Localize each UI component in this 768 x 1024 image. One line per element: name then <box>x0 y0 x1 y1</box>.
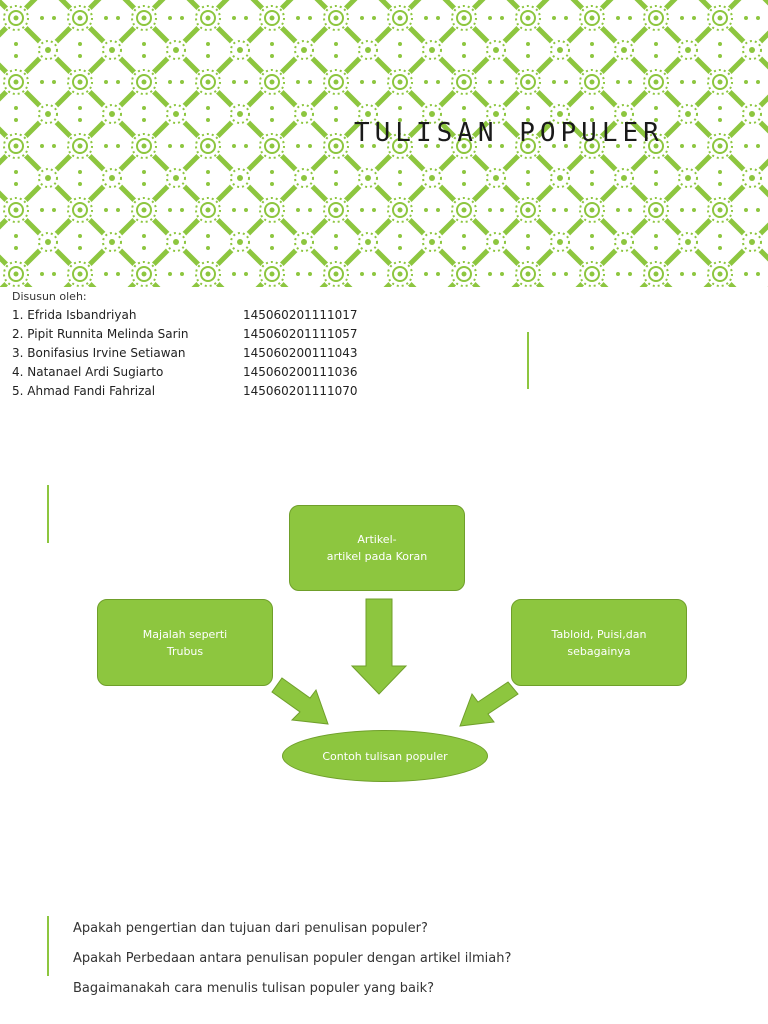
box-majalah: Majalah seperti Trubus <box>97 599 273 686</box>
author-name: 4. Natanael Ardi Sugiarto <box>12 365 164 379</box>
arrow-down-icon <box>350 598 408 695</box>
author-nim: 145060201111017 <box>243 308 358 322</box>
author-nim: 145060201111070 <box>243 384 358 398</box>
author-nim: 145060200111043 <box>243 346 358 360</box>
box-text: Trubus <box>166 644 204 658</box>
question-item: Apakah Perbedaan antara penulisan popule… <box>73 951 512 966</box>
accent-bar <box>527 332 529 389</box>
accent-bar <box>47 485 49 543</box>
box-text: Majalah seperti <box>142 627 228 641</box>
arrow-diagonal-left-icon <box>459 681 519 727</box>
author-name: 5. Ahmad Fandi Fahrizal <box>12 384 156 398</box>
author-nim: 145060200111036 <box>243 365 358 379</box>
arrow-diagonal-right-icon <box>271 677 329 725</box>
question-item: Apakah pengertian dan tujuan dari penuli… <box>73 921 428 936</box>
author-name: 1. Efrida Isbandriyah <box>12 308 137 322</box>
box-text: Tabloid, Puisi,dan <box>551 627 647 641</box>
slide-questions: Apakah pengertian dan tujuan dari penuli… <box>0 883 768 1024</box>
slide-diagram: Artikel- artikel pada Koran Majalah sepe… <box>0 418 768 883</box>
decorative-pattern-header <box>0 0 768 287</box>
center-oval-text: Contoh tulisan populer <box>322 749 448 763</box>
question-item: Bagaimanakah cara menulis tulisan popule… <box>73 981 435 996</box>
box-text: artikel pada Koran <box>326 550 428 563</box>
slide-title-text: TULISAN POPULER <box>354 118 664 148</box>
authors-label: Disusun oleh: <box>12 290 87 303</box>
accent-bar <box>47 916 49 976</box>
slide-title: TULISAN POPULER Disusun oleh: 1. Efrida … <box>0 0 768 418</box>
center-oval: Contoh tulisan populer <box>282 730 488 782</box>
box-tabloid: Tabloid, Puisi,dan sebagainya <box>511 599 687 686</box>
box-text: sebagainya <box>567 644 631 658</box>
box-artikel-koran: Artikel- artikel pada Koran <box>289 505 465 591</box>
author-nim: 145060201111057 <box>243 327 358 341</box>
author-name: 3. Bonifasius Irvine Setiawan <box>12 346 186 360</box>
author-name: 2. Pipit Runnita Melinda Sarin <box>12 327 189 341</box>
box-text: Artikel- <box>357 533 397 546</box>
